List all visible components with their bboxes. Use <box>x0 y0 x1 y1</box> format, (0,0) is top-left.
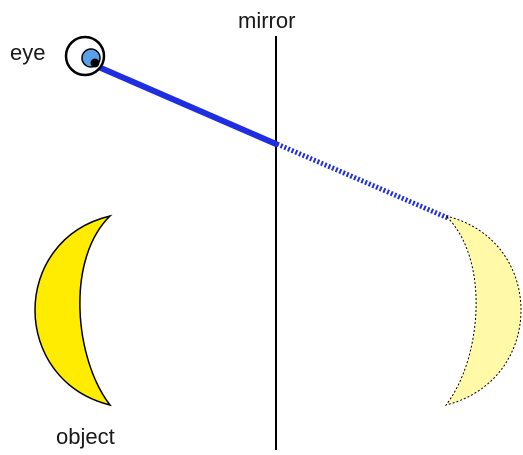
object-label: object <box>56 424 115 449</box>
incident-ray <box>91 62 279 147</box>
eye-pupil <box>90 58 100 68</box>
virtual-ray <box>276 141 449 221</box>
eye-icon <box>64 35 106 77</box>
eye-label: eye <box>10 40 46 65</box>
mirror-label: mirror <box>238 8 296 33</box>
image-crescent <box>444 215 522 406</box>
object-crescent <box>34 214 113 407</box>
